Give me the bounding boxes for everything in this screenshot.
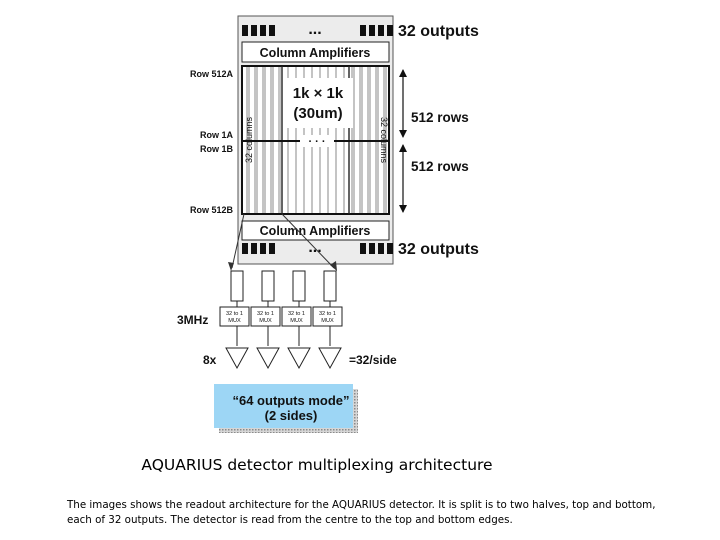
- figure-description: The images shows the readout architectur…: [67, 499, 656, 526]
- mux-3-line2: MUX: [290, 318, 303, 324]
- right-columns-label: 32 columns: [379, 117, 389, 164]
- top-outputs-label: 32 outputs: [398, 23, 479, 40]
- mode-line1: “64 outputs mode”: [232, 393, 349, 408]
- top-column-amplifiers-label: Column Amplifiers: [260, 46, 371, 60]
- center-ellipsis-bg: [300, 135, 334, 147]
- output-amplifiers: [225, 347, 342, 370]
- clock-label: 3MHz: [177, 313, 208, 327]
- rows-bottom-label: 512 rows: [411, 159, 469, 174]
- row-label-1a: Row 1A: [200, 130, 234, 140]
- figure-caption: AQUARIUS detector multiplexing architect…: [141, 456, 493, 474]
- mux-4-line1: 32 to 1: [319, 311, 336, 317]
- bottom-column-amplifiers-box: [241, 220, 390, 241]
- per-side-label: =32/side: [349, 353, 397, 367]
- rows-top-label: 512 rows: [411, 110, 469, 125]
- mux-3-line1: 32 to 1: [288, 311, 305, 317]
- top-pads-ellipsis: ...: [308, 21, 321, 38]
- bottom-output-pads: [242, 243, 393, 254]
- fanout-arrows: [228, 213, 337, 271]
- bottom-column-amplifiers-label: Column Amplifiers: [260, 224, 371, 238]
- row-label-512a: Row 512A: [190, 69, 234, 79]
- amp-count-label: 8x: [203, 353, 217, 367]
- mux-2-line2: MUX: [259, 318, 272, 324]
- channel-registers: [230, 270, 337, 302]
- mode-line2: (2 sides): [265, 408, 318, 423]
- bottom-outputs-label: 32 outputs: [398, 241, 479, 258]
- row-label-512b: Row 512B: [190, 205, 234, 215]
- top-output-pads: [242, 25, 393, 36]
- array-size-line1: 1k × 1k: [293, 85, 344, 102]
- row-label-1b: Row 1B: [200, 144, 234, 154]
- mux-4-line2: MUX: [321, 318, 334, 324]
- left-columns-label: 32 columns: [244, 116, 254, 163]
- array-size-box: [283, 78, 353, 128]
- mode-box: [214, 384, 353, 428]
- mux-1-line1: 32 to 1: [226, 311, 243, 317]
- rows-arrows: [399, 69, 407, 213]
- top-column-amplifiers-box: [241, 41, 390, 63]
- mux-blocks: [219, 306, 343, 327]
- array-size-line2: (30um): [293, 105, 342, 122]
- mux-1-line2: MUX: [228, 318, 241, 324]
- mux-2-line1: 32 to 1: [257, 311, 274, 317]
- center-ellipsis: · · ·: [308, 136, 325, 148]
